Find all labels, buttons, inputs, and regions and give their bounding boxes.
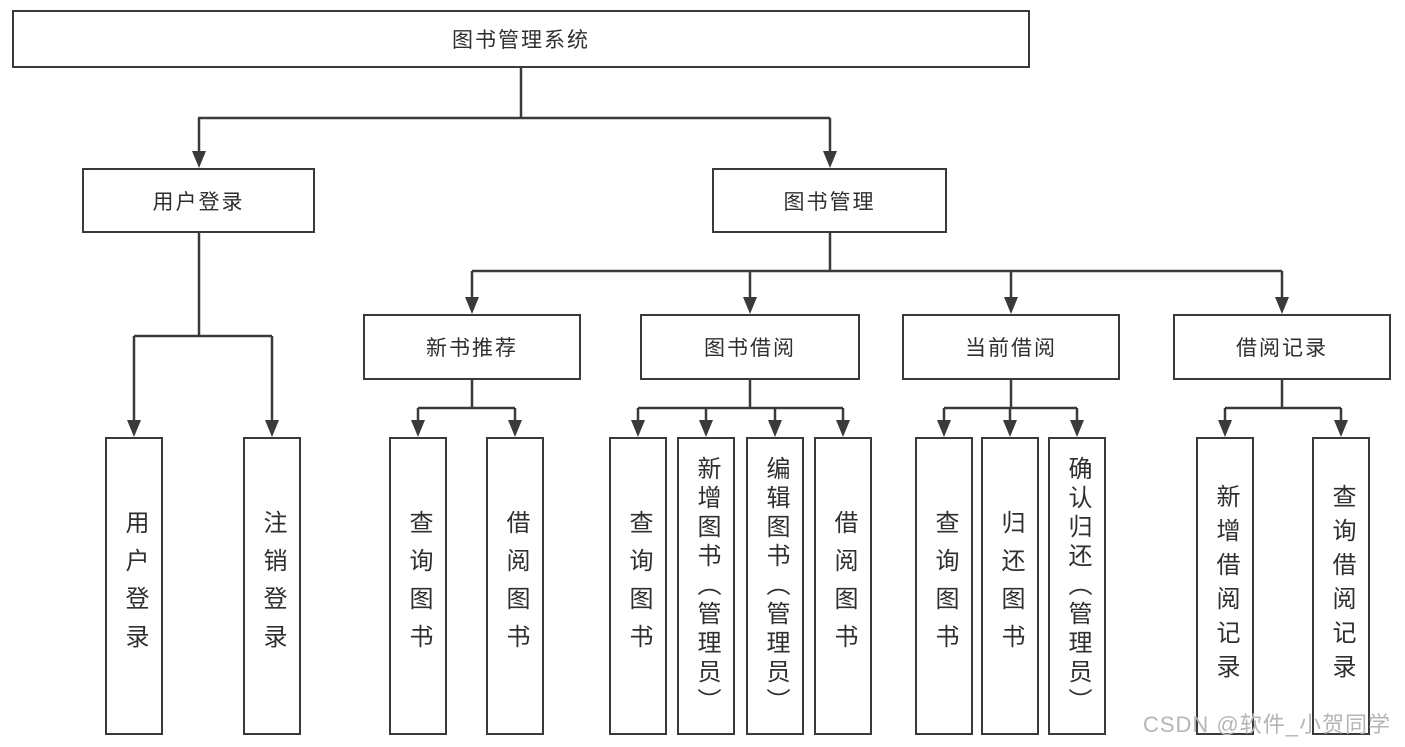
node-book-borrowing: 图书借阅 bbox=[640, 314, 860, 380]
node-borrow-books-borrowing: 借阅图书 bbox=[814, 437, 872, 735]
node-user-login-leaf: 用户登录 bbox=[105, 437, 163, 735]
node-return-books: 归还图书 bbox=[981, 437, 1039, 735]
node-add-books-admin: 新增图书（管理员） bbox=[677, 437, 735, 735]
node-query-books-current: 查询图书 bbox=[915, 437, 973, 735]
node-logout-leaf: 注销登录 bbox=[243, 437, 301, 735]
node-library-management-system: 图书管理系统 bbox=[12, 10, 1030, 68]
node-edit-books-admin: 编辑图书（管理员） bbox=[746, 437, 804, 735]
node-borrow-books-recommend: 借阅图书 bbox=[486, 437, 544, 735]
watermark: CSDN @软件_小贺同学 bbox=[1142, 712, 1391, 737]
node-book-management-branch: 图书管理 bbox=[712, 168, 947, 233]
node-borrowing-records: 借阅记录 bbox=[1173, 314, 1391, 380]
node-query-books-borrowing: 查询图书 bbox=[609, 437, 667, 735]
node-add-borrow-record: 新增借阅记录 bbox=[1196, 437, 1254, 735]
node-new-book-recommendation: 新书推荐 bbox=[363, 314, 581, 380]
node-query-borrow-record: 查询借阅记录 bbox=[1312, 437, 1370, 735]
node-current-borrowing: 当前借阅 bbox=[902, 314, 1120, 380]
node-confirm-return-admin: 确认归还（管理员） bbox=[1048, 437, 1106, 735]
node-user-login-branch: 用户登录 bbox=[82, 168, 315, 233]
node-query-books-recommend: 查询图书 bbox=[389, 437, 447, 735]
